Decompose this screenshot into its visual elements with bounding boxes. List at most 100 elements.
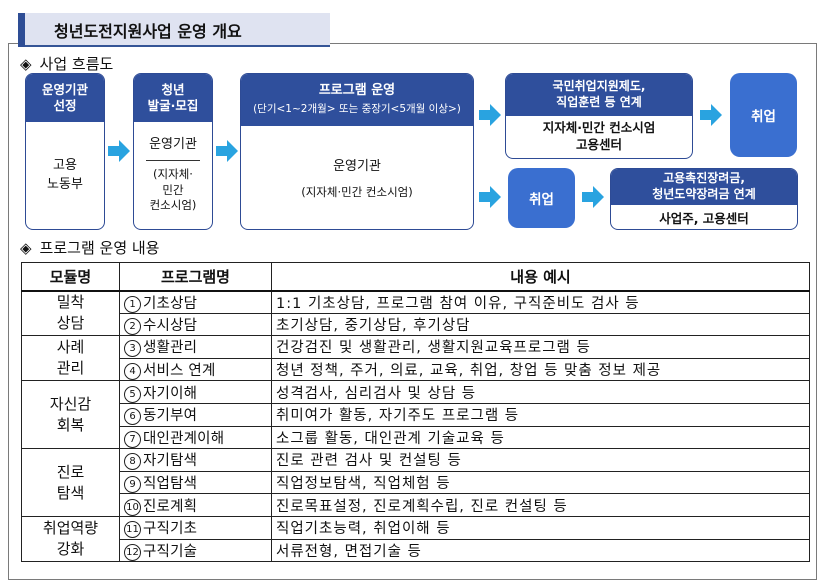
example-cell: 1:1 기초상담, 프로그램 참여 이유, 구직준비도 검사 등: [271, 290, 810, 314]
column-header: 내용 예시: [271, 262, 810, 292]
program-heading-text: 프로그램 운영 내용: [39, 239, 160, 257]
header-line: 발굴·모집: [147, 98, 199, 113]
flow-box-body: 운영기관 (지자체· 민간 컨소시엄): [134, 122, 212, 228]
circled-number-icon: 3: [124, 340, 141, 358]
column-header: 모듈명: [21, 262, 120, 292]
diamond-bullet-icon: ◈: [20, 55, 32, 73]
body-title: 운영기관: [333, 158, 381, 174]
program-name: 자기이해: [143, 385, 198, 402]
example-cell: 청년 정책, 주거, 의료, 교육, 취업, 창업 등 맞춤 정보 제공: [271, 357, 810, 382]
module-name-line: 취업역량: [42, 519, 99, 538]
right-arrow-icon: [108, 140, 130, 162]
body-line: 지자체·민간 컨소시엄: [542, 120, 656, 136]
title-box: [18, 13, 330, 47]
title-accent-bar: [18, 13, 25, 47]
header-title: 프로그램 운영: [318, 83, 396, 99]
circled-number-icon: 8: [124, 453, 141, 471]
header-subtitle: (단기<1~2개월> 또는 중장기<5개월 이상>): [253, 103, 461, 116]
example-cell: 소그룹 활동, 대인관계 기술교육 등: [271, 425, 810, 450]
circled-number-icon: 5: [124, 385, 141, 403]
table-header-row: 모듈명 프로그램명 내용 예시: [21, 262, 810, 292]
column-header: 프로그램명: [119, 262, 272, 292]
flow-heading-text: 사업 흐름도: [39, 55, 114, 73]
flow-box-body: 사업주, 고용센터: [611, 205, 797, 229]
flow-box-employment-program-link: 국민취업지원제도, 직업훈련 등 연계 지자체·민간 컨소시엄 고용센터: [505, 73, 693, 159]
module-name-line: 강화: [56, 540, 85, 559]
right-arrow-icon: [479, 186, 501, 208]
flow-section-heading: ◈ 사업 흐름도: [20, 53, 113, 74]
module-name-line: 회복: [56, 415, 85, 434]
header-line: 청년: [161, 81, 185, 97]
page-title: 청년도전지원사업 운영 개요: [54, 22, 242, 41]
example-cell: 직업정보탐색, 직업체험 등: [271, 470, 810, 495]
module-name-line: 탐색: [56, 483, 85, 502]
program-name: 생활관리: [143, 340, 198, 357]
flow-box-header: 프로그램 운영 (단기<1~2개월> 또는 중장기<5개월 이상>): [241, 74, 473, 126]
content-frame: [8, 43, 817, 580]
program-name: 진로계획: [143, 498, 198, 515]
flow-box-header: 국민취업지원제도, 직업훈련 등 연계: [506, 74, 692, 116]
employment-result-badge: 취업: [508, 168, 575, 228]
body-line: 노동부: [47, 177, 83, 192]
right-arrow-icon: [582, 186, 604, 208]
header-line: 청년도약장려금 연계: [652, 187, 756, 201]
example-cell: 건강검진 및 생활관리, 생활지원교육프로그램 등: [271, 335, 810, 359]
module-name-line: 밀착: [56, 293, 85, 312]
flow-box-subsidy-link: 고용촉진장려금, 청년도약장려금 연계 사업주, 고용센터: [610, 168, 798, 230]
program-name: 대인관계이해: [143, 430, 225, 447]
flow-box-body: 운영기관 (지자체·민간 컨소시엄): [241, 126, 473, 228]
flow-box-header: 운영기관 선정: [26, 74, 104, 122]
program-section-heading: ◈ 프로그램 운영 내용: [20, 237, 159, 258]
circled-number-icon: 9: [124, 476, 141, 494]
body-line: (지자체·: [153, 167, 193, 181]
diamond-bullet-icon: ◈: [20, 239, 32, 257]
right-arrow-icon: [700, 104, 722, 126]
module-name-line: 자신감: [49, 394, 92, 413]
body-title: 운영기관: [149, 137, 197, 153]
flow-box-agency-selection: 운영기관 선정 고용 노동부: [25, 73, 105, 230]
divider: [145, 160, 201, 161]
flow-box-youth-recruit: 청년 발굴·모집 운영기관 (지자체· 민간 컨소시엄): [133, 73, 213, 230]
module-name-line: 상담: [56, 314, 85, 333]
module-name-line: 관리: [56, 359, 85, 378]
example-cell: 진로목표설정, 진로계획수립, 진로 컨설팅 등: [271, 493, 810, 517]
circled-number-icon: 4: [124, 363, 141, 381]
body-subtitle: (지자체·민간 컨소시엄): [301, 184, 413, 199]
flow-box-body: 지자체·민간 컨소시엄 고용센터: [506, 116, 692, 158]
flow-box-header: 고용촉진장려금, 청년도약장려금 연계: [611, 169, 797, 205]
body-line: 민간: [162, 182, 184, 197]
module-name-line: 진로: [56, 462, 85, 481]
body-line: 컨소시엄): [149, 198, 197, 213]
program-name: 구직기초: [143, 521, 198, 538]
flow-box-program-operation: 프로그램 운영 (단기<1~2개월> 또는 중장기<5개월 이상>) 운영기관 …: [240, 73, 474, 230]
circled-number-icon: 2: [124, 317, 141, 335]
circled-number-icon: 12: [124, 543, 141, 561]
right-arrow-icon: [216, 140, 238, 162]
employment-result-badge: 취업: [730, 73, 797, 157]
circled-number-icon: 1: [124, 295, 141, 313]
header-line: 선정: [53, 98, 77, 113]
body-line: 사업주, 고용센터: [659, 210, 749, 226]
